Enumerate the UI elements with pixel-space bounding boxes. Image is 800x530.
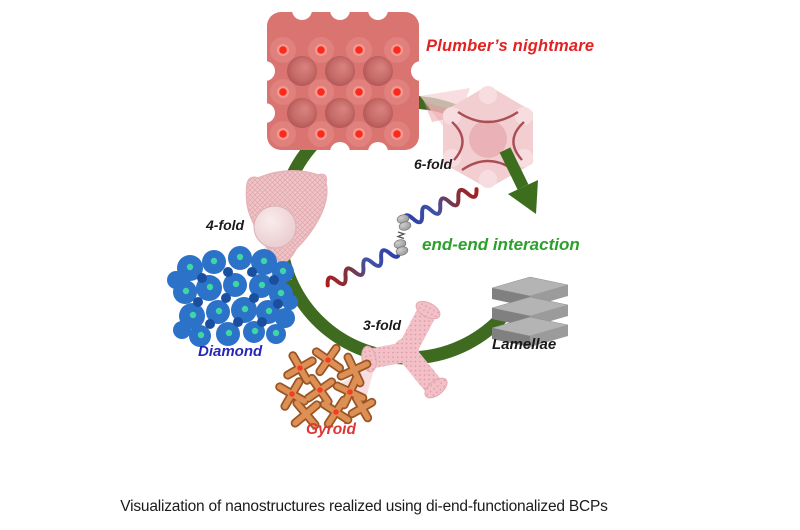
plumbers-nightmare-structure <box>255 0 431 162</box>
lattice-edge-notches <box>255 0 431 162</box>
lattice-red-dots <box>277 44 403 140</box>
label-lamellae: Lamellae <box>492 336 557 353</box>
gyroid-red-dots <box>289 357 353 415</box>
label-end-end-interaction: end-end interaction <box>422 235 580 254</box>
label-gyroid: Gyroid <box>306 421 356 438</box>
gyroid-structure <box>275 343 377 430</box>
center-arrow-shaft <box>499 147 529 190</box>
end-group-beads <box>393 214 412 256</box>
lattice-dot-cores <box>279 46 401 138</box>
center-arrow <box>499 147 538 214</box>
six-fold-center-face <box>469 120 507 158</box>
lamellae-structure <box>491 276 569 347</box>
center-arrow-head <box>508 180 538 214</box>
label-plumbers-nightmare: Plumber’s nightmare <box>426 37 595 55</box>
four-fold-sphere <box>253 205 297 249</box>
diamond-teal-dots <box>182 253 287 339</box>
diamond-shadow-pores <box>193 267 283 329</box>
label-three-fold: 3-fold <box>363 317 402 333</box>
label-four-fold: 4-fold <box>206 217 245 233</box>
label-six-fold: 6-fold <box>414 156 453 172</box>
lattice-holes <box>287 56 393 128</box>
interaction-zigzag <box>396 231 406 240</box>
four-fold-node <box>245 170 328 263</box>
lamellae-slab <box>491 316 569 347</box>
figure-caption: Visualization of nanostructures realized… <box>120 498 608 515</box>
six-fold-node <box>443 86 533 188</box>
polymer-chain-bottom <box>325 247 402 288</box>
label-diamond: Diamond <box>198 343 263 360</box>
six-fold-corner-flaps <box>443 86 533 188</box>
polymer-chain-top <box>401 187 479 225</box>
diamond-structure <box>167 246 298 347</box>
